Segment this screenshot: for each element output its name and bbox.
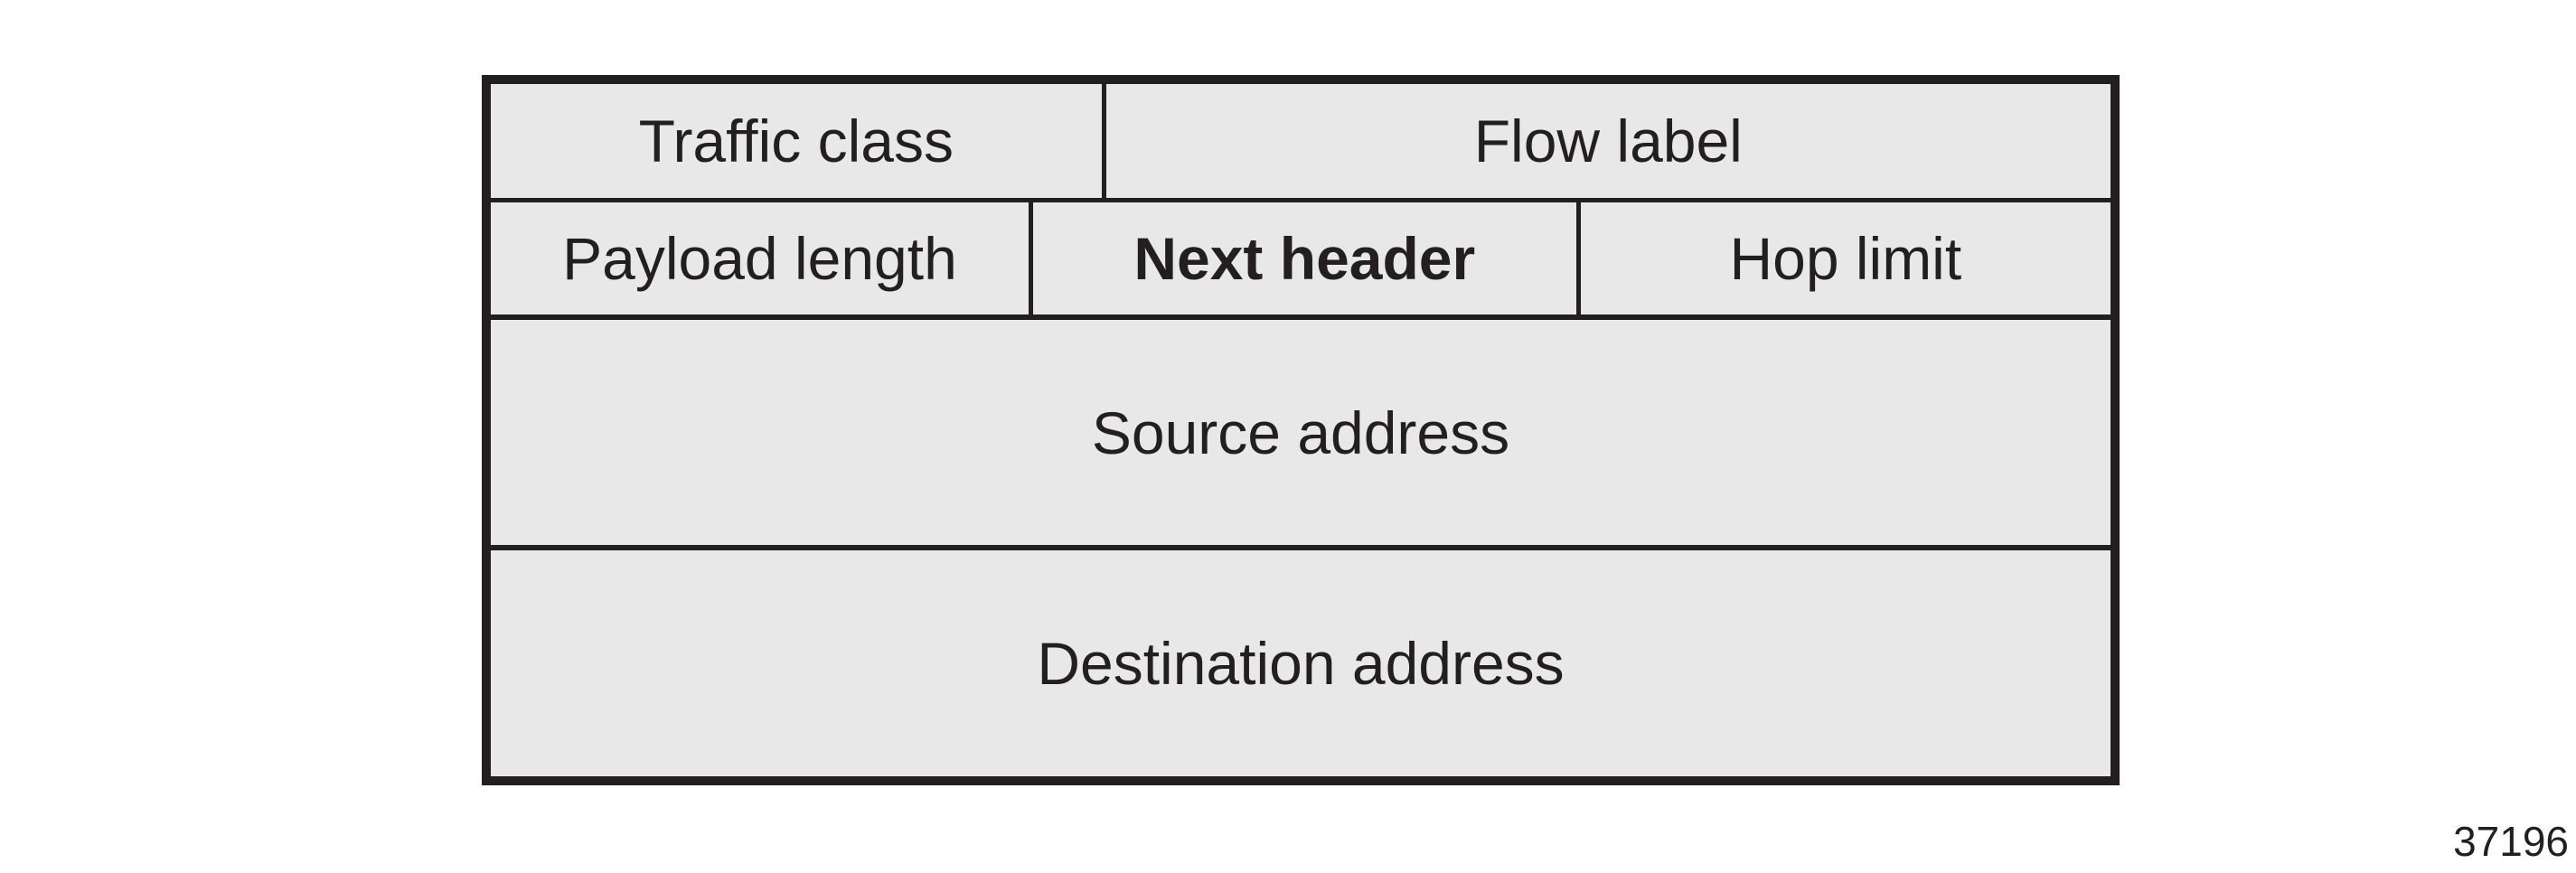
field-next-header: Next header bbox=[1028, 202, 1576, 314]
field-source-address-label: Source address bbox=[1091, 399, 1510, 466]
field-destination-address: Destination address bbox=[491, 550, 2111, 776]
field-flow-label: Flow label bbox=[1101, 84, 2111, 198]
field-flow-label-label: Flow label bbox=[1473, 107, 1743, 174]
field-next-header-label: Next header bbox=[1133, 224, 1476, 292]
header-row-source-address: Source address bbox=[491, 314, 2111, 545]
field-hop-limit: Hop limit bbox=[1575, 202, 2111, 314]
field-source-address: Source address bbox=[491, 320, 2111, 545]
header-row-payload-next-hop: Payload length Next header Hop limit bbox=[491, 197, 2111, 314]
header-row-traffic-flow: Traffic class Flow label bbox=[491, 84, 2111, 198]
field-traffic-class: Traffic class bbox=[491, 84, 1102, 198]
field-traffic-class-label: Traffic class bbox=[638, 107, 954, 174]
figure-number: 37196 bbox=[2453, 818, 2569, 865]
ipv6-header-diagram: Traffic class Flow label Payload length … bbox=[482, 75, 2120, 785]
header-row-destination-address: Destination address bbox=[491, 545, 2111, 776]
field-destination-address-label: Destination address bbox=[1037, 630, 1565, 697]
field-hop-limit-label: Hop limit bbox=[1729, 224, 1962, 292]
field-payload-length: Payload length bbox=[491, 202, 1029, 314]
field-payload-length-label: Payload length bbox=[562, 224, 957, 292]
